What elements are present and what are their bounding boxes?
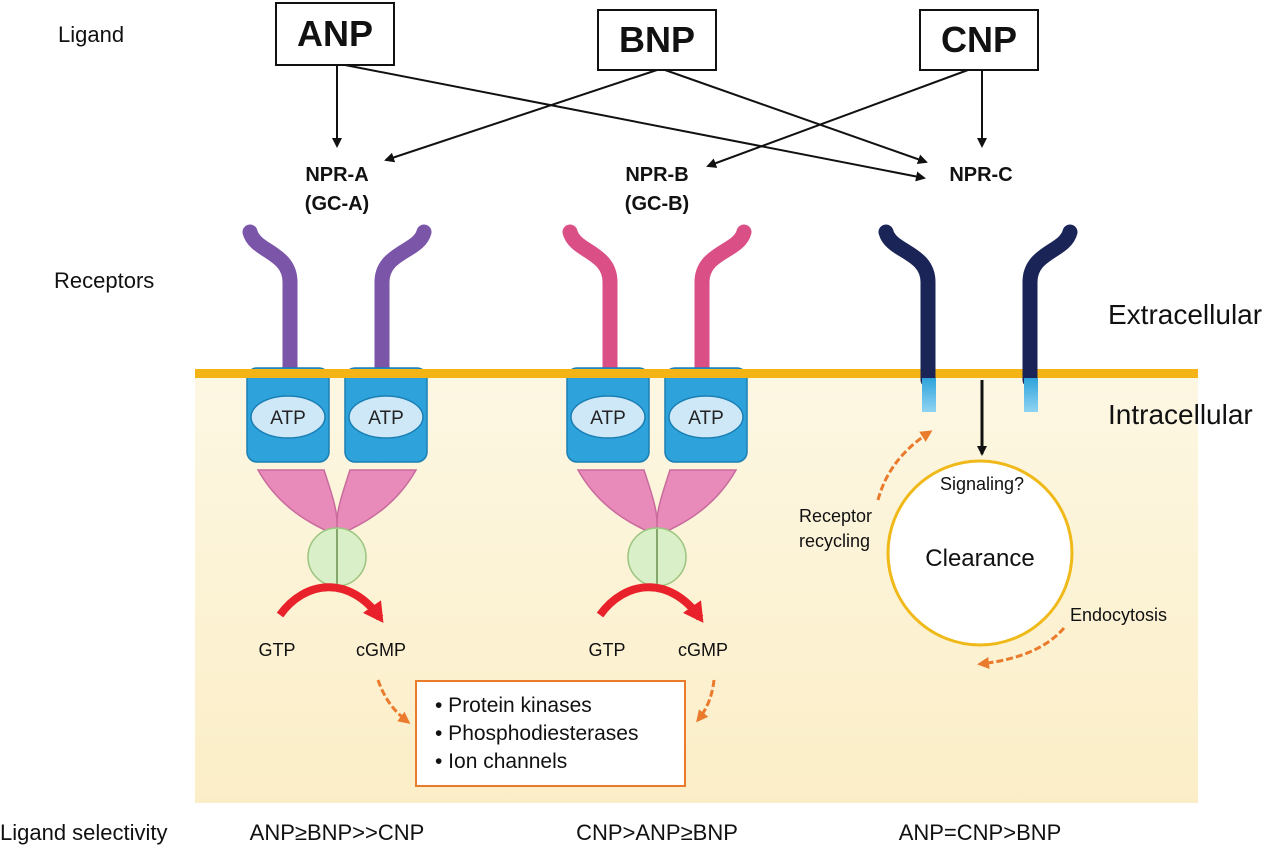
atp-label: ATP bbox=[368, 408, 404, 429]
arrow-anp-npr-c bbox=[344, 64, 926, 182]
orange-arrow-right bbox=[696, 679, 716, 723]
selectivity-row-label: Ligand selectivity bbox=[0, 820, 168, 845]
intracellular-label: Intracellular bbox=[1108, 399, 1253, 430]
selectivity-npr-b: CNP>ANP≥BNP bbox=[576, 820, 738, 845]
gc-a-label: (GC-A) bbox=[305, 193, 369, 215]
gtp-label: GTP bbox=[588, 640, 625, 660]
effector-item: • Protein kinases bbox=[435, 694, 592, 717]
effectors: • Protein kinases • Phosphodiesterases •… bbox=[376, 679, 716, 787]
svg-text:ANP: ANP bbox=[297, 13, 373, 54]
npr-a-label: NPR-A bbox=[305, 164, 368, 186]
npr-c-tail bbox=[922, 378, 936, 412]
arrow-cnp-npr-b bbox=[706, 69, 969, 168]
arrow-bnp-npr-c bbox=[664, 69, 928, 165]
effector-item: • Ion channels bbox=[435, 750, 567, 773]
gc-b-label: (GC-B) bbox=[625, 193, 689, 215]
effectors-box bbox=[415, 680, 686, 787]
orange-arrow-left bbox=[376, 679, 411, 724]
clearance-label: Clearance bbox=[925, 545, 1034, 572]
selectivity-npr-a: ANP≥BNP>>CNP bbox=[250, 820, 425, 845]
npr-b-receptor: ATP ATP GTP cGMP bbox=[562, 224, 752, 660]
cgmp-label: cGMP bbox=[356, 640, 406, 660]
binding-arrows bbox=[332, 64, 987, 182]
receptor-recycling-label: Receptor bbox=[799, 506, 872, 526]
endocytosis-arrow bbox=[977, 627, 1066, 669]
ligand-bnp: BNP bbox=[597, 9, 717, 71]
svg-text:CNP: CNP bbox=[941, 19, 1017, 60]
endocytosis-label: Endocytosis bbox=[1070, 605, 1167, 625]
npr-c-receptor bbox=[878, 224, 1078, 412]
npr-c-label: NPR-C bbox=[949, 164, 1012, 186]
atp-label: ATP bbox=[688, 408, 724, 429]
npr-c-pathway: Signaling? Clearance Receptor recycling … bbox=[799, 380, 1167, 669]
npr-a-receptor: ATP ATP GTP cGMP bbox=[242, 224, 432, 660]
signaling-label: Signaling? bbox=[940, 474, 1024, 494]
atp-label: ATP bbox=[590, 408, 626, 429]
recycling-arrow bbox=[876, 430, 933, 501]
selectivity-npr-c: ANP=CNP>BNP bbox=[899, 820, 1062, 845]
gtp-label: GTP bbox=[258, 640, 295, 660]
ligand-row-label: Ligand bbox=[58, 22, 124, 47]
ligand-anp: ANP bbox=[275, 2, 395, 66]
clearance-circle bbox=[886, 459, 1074, 647]
arrow-bnp-npr-a bbox=[384, 69, 658, 163]
svg-text:BNP: BNP bbox=[619, 19, 695, 60]
ligand-cnp: CNP bbox=[919, 9, 1039, 71]
cell-membrane bbox=[195, 369, 1198, 378]
receptors-row-label: Receptors bbox=[54, 268, 154, 293]
npr-b-label: NPR-B bbox=[625, 164, 688, 186]
receptor-recycling-label: recycling bbox=[799, 531, 870, 551]
npr-c-tail bbox=[1024, 378, 1038, 412]
atp-label: ATP bbox=[270, 408, 306, 429]
extracellular-label: Extracellular bbox=[1108, 299, 1262, 330]
effector-item: • Phosphodiesterases bbox=[435, 722, 638, 745]
cgmp-label: cGMP bbox=[678, 640, 728, 660]
